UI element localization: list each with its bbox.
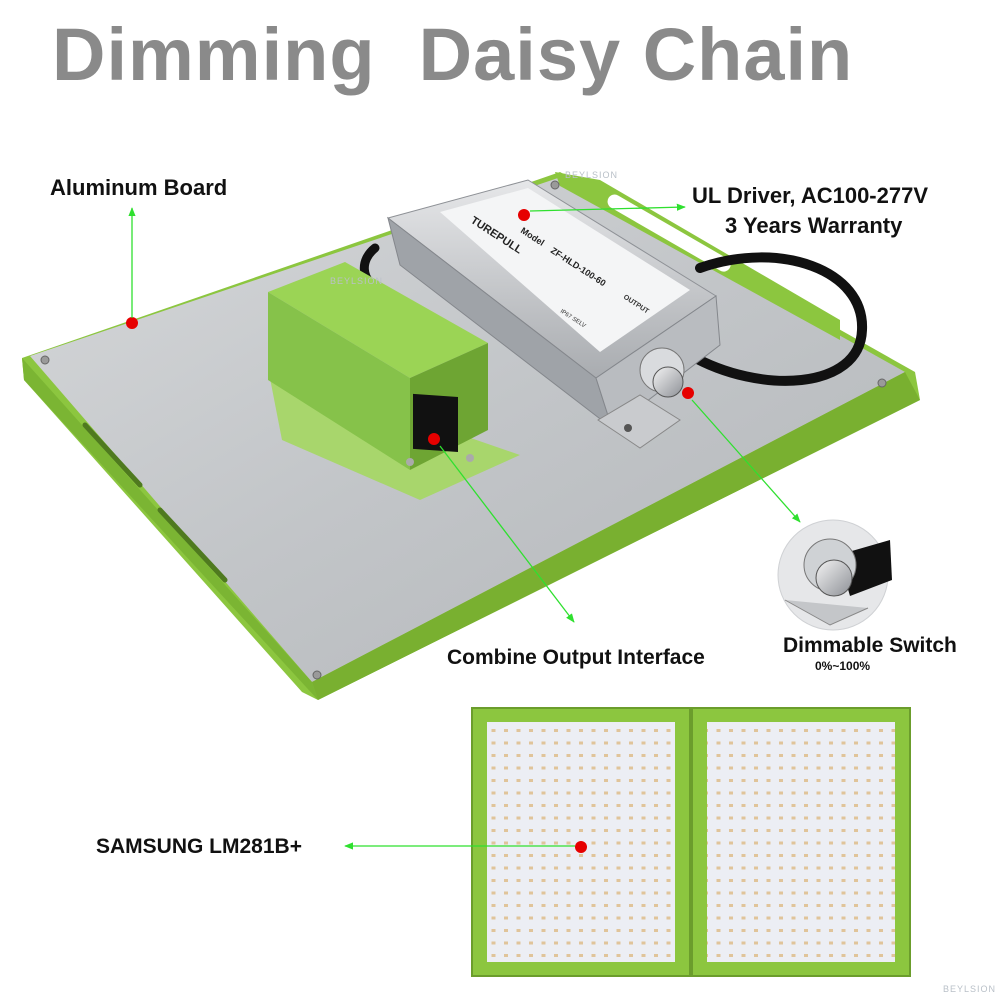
watermark: BEYLSION (565, 170, 619, 180)
page-title: Dimming Daisy Chain (52, 13, 854, 96)
dimmable-switch-closeup (777, 519, 892, 631)
label-led-chip: SAMSUNG LM281B+ (96, 835, 302, 858)
label-dimmable-switch: Dimmable Switch (783, 634, 957, 657)
label-dimmable-range: 0%~100% (815, 659, 871, 673)
watermark: BEYLSION (330, 276, 384, 286)
label-driver-warranty: 3 Years Warranty (725, 213, 903, 238)
combine-output-box (268, 262, 520, 500)
ul-driver: TUREPULL Model ZF-HLD-100-60 OUTPUT IP67… (386, 179, 721, 449)
watermark: BEYLSION (943, 984, 997, 994)
label-aluminum-board: Aluminum Board (50, 175, 228, 200)
marker-dots (126, 209, 694, 853)
label-output-interface: Combine Output Interface (447, 646, 705, 669)
led-boards (471, 707, 911, 977)
pointer-lines (128, 203, 801, 850)
label-driver-spec: UL Driver, AC100-277V (692, 183, 929, 208)
